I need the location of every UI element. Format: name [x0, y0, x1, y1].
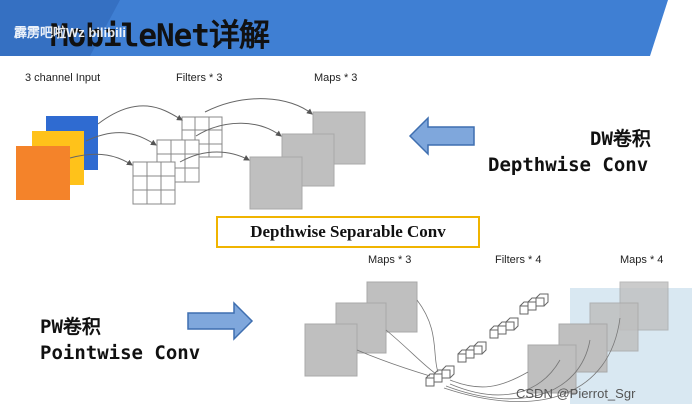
- pw-filter-cubes: [425, 293, 549, 387]
- pw-filters-label: Filters * 4: [495, 254, 542, 266]
- dw-conv-name-en: Depthwise Conv: [488, 154, 649, 176]
- pw-conv-name-en: Pointwise Conv: [40, 342, 201, 364]
- source-credit: CSDN @Pierrot_Sgr: [516, 386, 636, 401]
- dw-filter-grid-3: [132, 161, 176, 205]
- dw-arrow-left: [408, 116, 475, 156]
- pw-arrow-right: [187, 301, 254, 341]
- dw-conv-name-cn: DW卷积: [590, 128, 651, 150]
- separable-conv-box: Depthwise Separable Conv: [216, 216, 480, 248]
- header-banner: [0, 0, 668, 56]
- dw-input-label: 3 channel Input: [25, 72, 101, 84]
- dw-filters-label: Filters * 3: [176, 72, 223, 84]
- watermark: 霹雳吧啦Wz bilibili: [14, 25, 126, 40]
- page-title: MobileNet详解: [50, 18, 270, 54]
- pw-conv-name-cn: PW卷积: [40, 316, 101, 338]
- pw-connector-curves: [356, 299, 621, 402]
- pw-output-maps: [527, 281, 669, 394]
- separable-conv-label: Depthwise Separable Conv: [250, 222, 446, 241]
- pw-maps-label: Maps * 3: [368, 254, 412, 266]
- dw-output-maps: [249, 111, 366, 210]
- dw-connector-curves: [69, 98, 313, 166]
- dw-maps-label: Maps * 3: [314, 72, 358, 84]
- pw-maps-out-label: Maps * 4: [620, 254, 664, 266]
- pw-input-maps: [304, 281, 418, 377]
- input-channels: [16, 116, 98, 200]
